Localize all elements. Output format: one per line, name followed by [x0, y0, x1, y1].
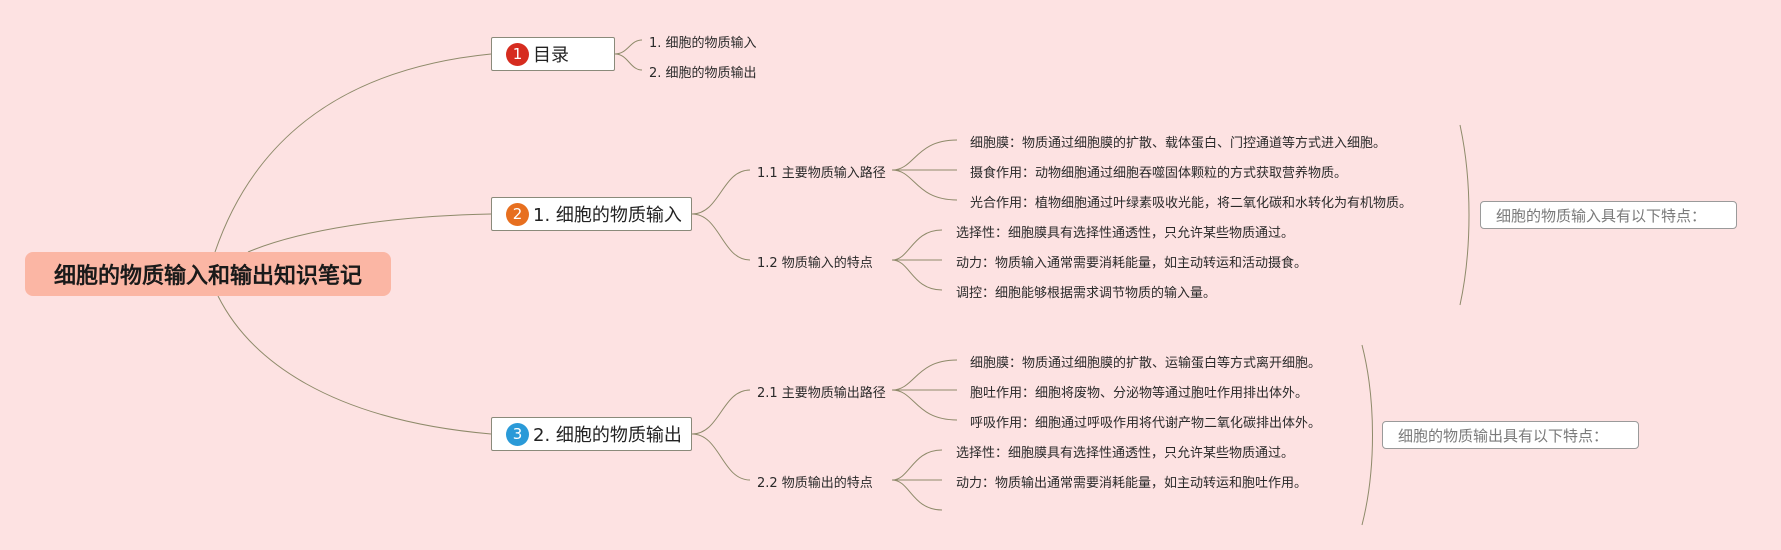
leaf-input-traits-2[interactable]: 动力：物质输入通常需要消耗能量，如主动转运和活动摄食。	[956, 256, 1308, 271]
leaf-output-path-2[interactable]: 胞吐作用：细胞将废物、分泌物等通过胞吐作用排出体外。	[970, 386, 1309, 401]
leaf-input-path-1[interactable]: 细胞膜：物质通过细胞膜的扩散、载体蛋白、门控通道等方式进入细胞。	[970, 136, 1387, 151]
subtopic-output-path[interactable]: 2.1 主要物质输出路径	[757, 386, 886, 401]
connector-output-traits-l1	[891, 449, 943, 481]
root-topic-label: 细胞的物质输入和输出知识笔记	[53, 264, 362, 289]
summary-output[interactable]: 细胞的物质输出具有以下特点：	[1382, 421, 1639, 449]
badge-number-1: 1	[506, 42, 529, 66]
connector-output-path	[691, 389, 751, 435]
connector-toc-item2	[614, 53, 643, 71]
connector-input-traits-l3	[891, 259, 943, 291]
root-topic[interactable]: 细胞的物质输入和输出知识笔记	[25, 252, 391, 296]
connector-root-output	[217, 295, 492, 435]
connector-output-traits	[691, 433, 751, 481]
connector-root-toc	[214, 53, 492, 253]
subtopic-input-traits[interactable]: 1.2 物质输入的特点	[757, 256, 873, 271]
badge-number-3: 3	[506, 422, 529, 446]
leaf-input-traits-1[interactable]: 选择性：细胞膜具有选择性通透性，只允许某些物质通过。	[956, 226, 1295, 241]
summary-input[interactable]: 细胞的物质输入具有以下特点：	[1480, 201, 1737, 229]
output-summary-bracket	[1361, 344, 1373, 526]
connector-input-path-l3	[891, 169, 958, 201]
leaf-output-path-3[interactable]: 呼吸作用：细胞通过呼吸作用将代谢产物二氧化碳排出体外。	[970, 416, 1322, 431]
main-topic-input[interactable]: 2 1. 细胞的物质输入	[491, 197, 692, 231]
connector-output-path-l1	[891, 359, 958, 391]
toc-item-1[interactable]: 1. 细胞的物质输入	[649, 36, 757, 51]
badge-number-2: 2	[506, 202, 529, 226]
toc-item-2[interactable]: 2. 细胞的物质输出	[649, 66, 757, 81]
subtopic-input-path[interactable]: 1.1 主要物质输入路径	[757, 166, 886, 181]
connector-input-traits-l1	[891, 229, 943, 261]
main-topic-output[interactable]: 3 2. 细胞的物质输出	[491, 417, 692, 451]
connector-output-path-l3	[891, 389, 958, 421]
main-topic-output-label: 2. 细胞的物质输出	[533, 425, 682, 446]
connector-input-traits	[691, 213, 751, 261]
connector-input-path	[691, 169, 751, 215]
input-summary-bracket	[1459, 124, 1470, 306]
main-topic-toc[interactable]: 1 目录	[491, 37, 615, 71]
leaf-output-traits-1[interactable]: 选择性：细胞膜具有选择性通透性，只允许某些物质通过。	[956, 446, 1295, 461]
main-topic-toc-label: 目录	[533, 45, 569, 66]
connector-root-input	[247, 213, 492, 253]
leaf-input-traits-3[interactable]: 调控：细胞能够根据需求调节物质的输入量。	[956, 286, 1217, 301]
leaf-input-path-3[interactable]: 光合作用：植物细胞通过叶绿素吸收光能，将二氧化碳和水转化为有机物质。	[970, 196, 1413, 211]
main-topic-input-label: 1. 细胞的物质输入	[533, 205, 682, 226]
summary-output-label: 细胞的物质输出具有以下特点：	[1398, 426, 1609, 445]
leaf-output-traits-2[interactable]: 动力：物质输出通常需要消耗能量，如主动转运和胞吐作用。	[956, 476, 1308, 491]
leaf-input-path-2[interactable]: 摄食作用：动物细胞通过细胞吞噬固体颗粒的方式获取营养物质。	[970, 166, 1348, 181]
connector-toc-item1	[614, 39, 643, 55]
summary-input-label: 细胞的物质输入具有以下特点：	[1496, 206, 1707, 225]
leaf-output-path-1[interactable]: 细胞膜：物质通过细胞膜的扩散、运输蛋白等方式离开细胞。	[970, 356, 1322, 371]
connector-input-path-l1	[891, 139, 958, 171]
subtopic-output-traits[interactable]: 2.2 物质输出的特点	[757, 476, 873, 491]
connector-output-traits-l3	[891, 479, 943, 511]
